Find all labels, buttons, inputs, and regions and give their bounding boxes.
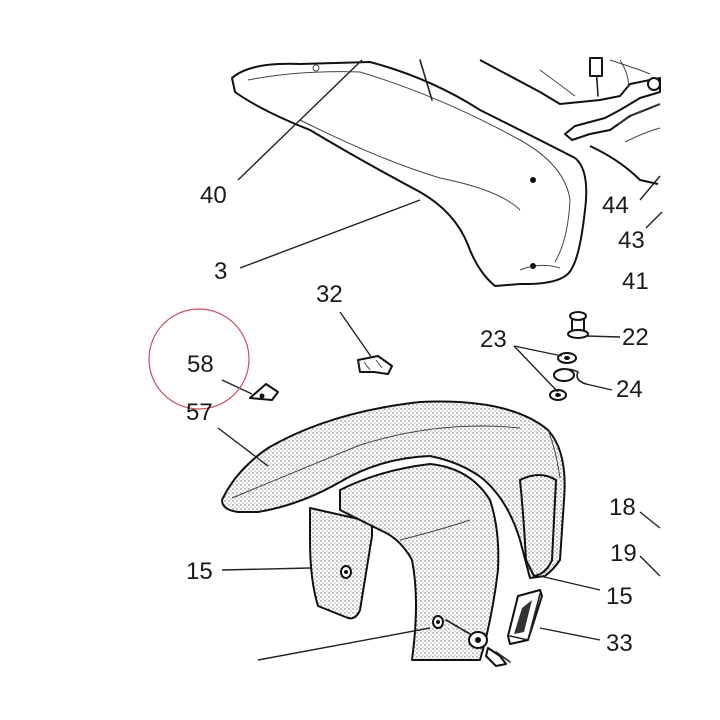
callout-57: 57 [186, 399, 213, 426]
fork-lower-guard [339, 463, 500, 661]
callout-32: 32 [316, 281, 343, 308]
side-panel-part-3 [231, 59, 588, 287]
clip-part-58 [249, 383, 279, 401]
callout-18: 18 [609, 494, 636, 521]
fork-cover-right-part-15 [519, 474, 557, 577]
callout-24: 24 [616, 376, 643, 403]
callout-44: 44 [602, 192, 629, 219]
fastener-stack-22-23-24 [549, 311, 589, 401]
leader-lines [217, 59, 663, 661]
callout-labels: 40 3 44 43 41 32 23 22 24 58 57 18 19 15… [186, 182, 649, 657]
front-fender-part-57 [221, 400, 566, 579]
bolt-washer-bottom [445, 619, 511, 667]
highlight-circle [148, 308, 250, 410]
callout-19: 19 [610, 540, 637, 567]
callout-33: 33 [606, 630, 633, 657]
frame-bracket-parts [479, 57, 661, 185]
reflector-part-33 [507, 589, 543, 645]
callout-3: 3 [214, 258, 227, 285]
callout-23: 23 [480, 326, 507, 353]
callout-43: 43 [618, 227, 645, 254]
callout-22: 22 [622, 324, 649, 351]
callout-58: 58 [187, 351, 214, 378]
callout-15-left: 15 [186, 558, 213, 585]
callout-15-right: 15 [606, 583, 633, 610]
fork-cover-left-part-15 [309, 507, 373, 620]
callout-41: 41 [622, 268, 649, 295]
bracket-part-32 [357, 355, 393, 375]
callout-40: 40 [200, 182, 227, 209]
